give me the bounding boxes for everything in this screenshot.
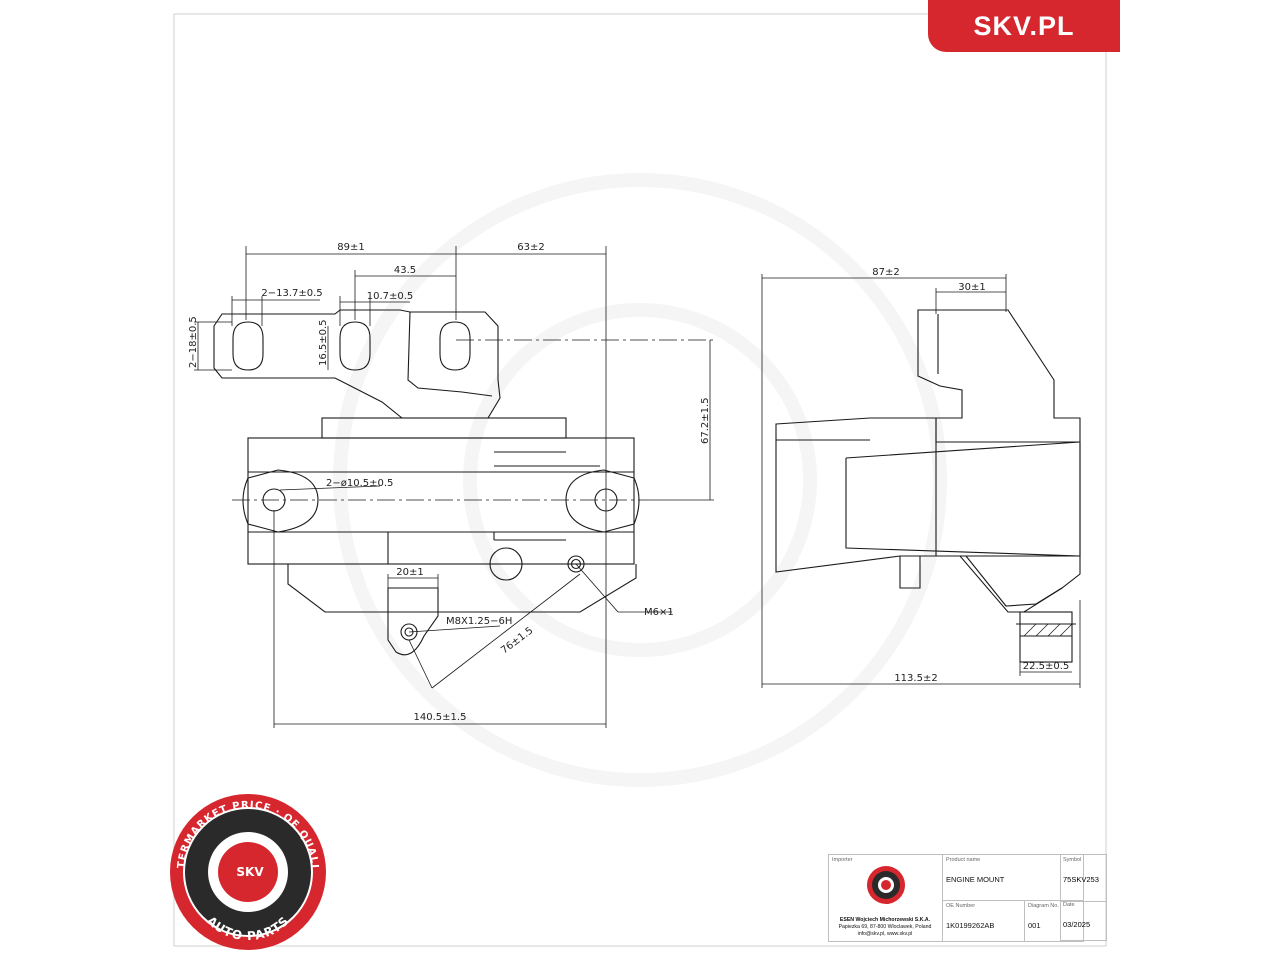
product-name-cell: Product name ENGINE MOUNT xyxy=(943,855,1061,901)
dim-m8: M8X1.25−6H xyxy=(446,616,512,627)
svg-text:AFTERMARKET PRICE · OE QUALITY: AFTERMARKET PRICE · OE QUALITY xyxy=(0,0,320,869)
slot-mid xyxy=(339,321,371,371)
product-name-label: Product name xyxy=(946,857,981,863)
dim-67-2: 67.2±1.5 xyxy=(700,397,711,444)
dim-13-7: 2−13.7±0.5 xyxy=(261,288,322,299)
symbol-cell xyxy=(1061,855,1083,901)
side-bracket xyxy=(917,309,1081,613)
title-block: Importer ESEN Wojciech Michorzewski S.K.… xyxy=(828,854,1084,942)
date-box: Date 03/2025 xyxy=(1060,900,1107,941)
importer-line-1: ESEN Wojciech Michorzewski S.K.A. xyxy=(839,917,931,923)
badge-top-text: AFTERMARKET PRICE · OE QUALITY xyxy=(0,0,319,869)
dim-30: 30±1 xyxy=(958,282,985,293)
dim-10-7: 10.7±0.5 xyxy=(367,291,414,302)
dim-m6: M6×1 xyxy=(644,607,674,618)
brand-logo[interactable]: SKV.PL xyxy=(928,0,1120,52)
watermark-gear-icon xyxy=(333,173,947,787)
oe-number-value: 1K0199262AB xyxy=(946,921,995,930)
body-main xyxy=(247,437,635,565)
dim-87: 87±2 xyxy=(872,267,899,278)
dim-113-5: 113.5±2 xyxy=(894,673,937,684)
diagram-no-cell: Diagram No. 001 xyxy=(1025,901,1061,941)
symbol-box: Symbol 75SKV253 xyxy=(1060,854,1107,902)
importer-address: ESEN Wojciech Michorzewski S.K.A. Papiez… xyxy=(829,917,941,938)
date-label: Date xyxy=(1063,902,1075,908)
importer-line-3: info@skv.pl, www.skv.pl xyxy=(857,931,913,937)
dimension-lines xyxy=(194,246,1081,728)
gear-icon xyxy=(218,842,278,902)
bracket-outline xyxy=(213,309,501,419)
dim-18: 2−18±0.5 xyxy=(188,316,199,368)
dim-16-5: 16.5±0.5 xyxy=(318,319,329,366)
dim-10-5: 2−ø10.5±0.5 xyxy=(326,478,393,489)
dim-22-5: 22.5±0.5 xyxy=(1023,661,1070,672)
product-name-value: ENGINE MOUNT xyxy=(946,875,1005,884)
slot-left xyxy=(232,321,264,371)
dim-89: 89±1 xyxy=(337,242,364,253)
dim-20: 20±1 xyxy=(396,567,423,578)
importer-label: Importer xyxy=(832,857,853,863)
slot-right xyxy=(439,321,471,371)
brand-logo-text: SKV.PL xyxy=(973,10,1075,41)
skv-badge: AFTERMARKET PRICE · OE QUALITY AUTO PART… xyxy=(0,0,326,950)
section-hatching xyxy=(1023,623,1073,637)
importer-logo-icon xyxy=(867,866,905,904)
dim-43-5: 43.5 xyxy=(394,265,416,276)
dim-76: 76±1.5 xyxy=(499,625,535,656)
diagram-no-value: 001 xyxy=(1028,921,1041,930)
diagram-no-label: Diagram No. xyxy=(1028,903,1059,909)
drawing-frame xyxy=(173,13,1107,947)
importer-cell: Importer ESEN Wojciech Michorzewski S.K.… xyxy=(829,855,943,941)
symbol-value: 75SKV253 xyxy=(1063,875,1099,884)
dim-140-5: 140.5±1.5 xyxy=(414,712,467,723)
importer-line-2: Papiezka 69, 87-800 Wloclawek, Poland xyxy=(838,924,932,930)
badge-center-text: SKV xyxy=(236,865,264,879)
dim-63: 63±2 xyxy=(517,242,544,253)
oe-number-label: OE Number xyxy=(946,903,976,909)
oe-number-cell: OE Number 1K0199262AB xyxy=(943,901,1025,941)
symbol-label: Symbol xyxy=(1063,857,1082,863)
date-value: 03/2025 xyxy=(1063,920,1091,929)
